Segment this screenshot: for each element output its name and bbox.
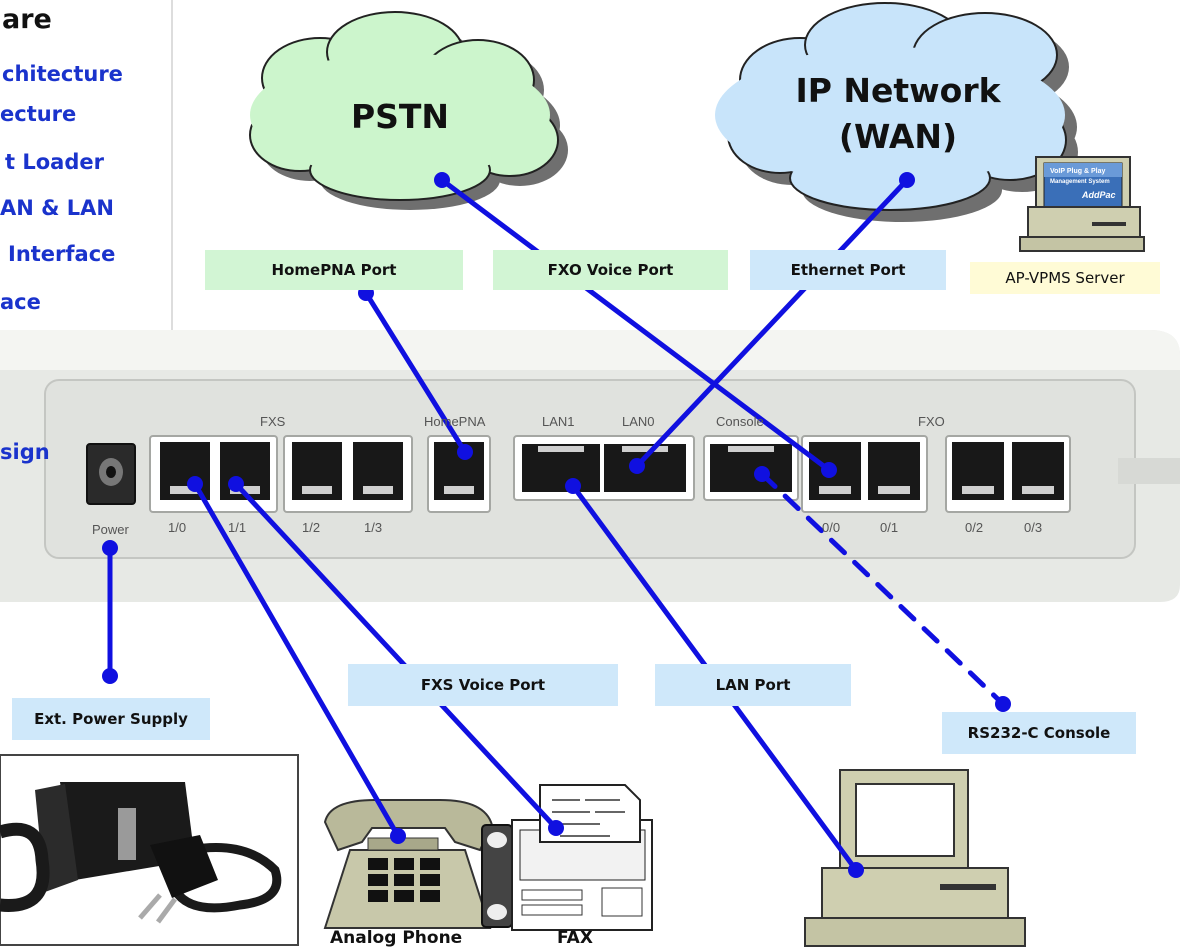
- outline-item[interactable]: ace: [0, 290, 41, 314]
- ip-network-cloud: [715, 2, 1078, 222]
- port-label-1-2: 1/2: [302, 520, 320, 535]
- port-label-1-0: 1/0: [168, 520, 186, 535]
- label-homepna-port: HomePNA Port: [205, 250, 463, 290]
- label-fxo-voice-port: FXO Voice Port: [493, 250, 728, 290]
- label-ext-power-supply: Ext. Power Supply: [12, 698, 210, 740]
- label-vpms-server: AP-VPMS Server: [970, 262, 1160, 294]
- server-screen-text: VoIP Plug & Play Management System AddPa…: [1050, 168, 1116, 200]
- ip-network-label: IP Network: [795, 71, 1001, 110]
- pstn-label: PSTN: [351, 97, 449, 136]
- caption-analog-phone: Analog Phone: [330, 928, 463, 948]
- device-label-fxs: FXS: [260, 414, 286, 429]
- outline-item[interactable]: sign: [0, 440, 50, 464]
- outline-item[interactable]: Interface: [8, 242, 116, 266]
- outline-item[interactable]: t Loader: [5, 150, 104, 174]
- device-label-console: Console: [716, 414, 764, 429]
- screen-line-2: Management System: [1050, 179, 1110, 185]
- device-labels: FXS HomePNA LAN1 LAN0 Console FXO Power …: [92, 414, 1042, 537]
- device-label-homepna: HomePNA: [424, 414, 486, 429]
- outline-item[interactable]: AN & LAN: [0, 196, 114, 220]
- label-rs232-console: RS232-C Console: [942, 712, 1136, 754]
- outline-item[interactable]: ecture: [0, 102, 77, 126]
- port-label-0-2: 0/2: [965, 520, 983, 535]
- caption-fax: FAX: [557, 928, 593, 948]
- device-label-power: Power: [92, 522, 130, 537]
- outline-item[interactable]: chitecture: [2, 62, 123, 86]
- rj11-contacts: [170, 486, 1054, 494]
- connector-lines: [107, 177, 1006, 873]
- port-label-0-1: 0/1: [880, 520, 898, 535]
- port-label-1-3: 1/3: [364, 520, 382, 535]
- rj45-ports: [513, 435, 799, 501]
- rj11-sockets: [160, 442, 1064, 500]
- outline-title: are: [2, 4, 52, 35]
- analog-phone-icon: [323, 799, 494, 929]
- screen-line-1: VoIP Plug & Play: [1050, 168, 1105, 175]
- wan-label: (WAN): [839, 117, 957, 156]
- fax-icon: [481, 784, 653, 931]
- device-label-fxo: FXO: [918, 414, 945, 429]
- port-label-0-3: 0/3: [1024, 520, 1042, 535]
- label-lan-port: LAN Port: [655, 664, 851, 706]
- power-jack: [86, 443, 136, 505]
- power-adapter-photo: [0, 754, 299, 946]
- label-fxs-voice-port: FXS Voice Port: [348, 664, 618, 706]
- label-ethernet-port: Ethernet Port: [750, 250, 946, 290]
- port-label-0-0: 0/0: [822, 520, 840, 535]
- pstn-cloud: [249, 11, 568, 210]
- port-label-1-1: 1/1: [228, 520, 246, 535]
- pc-icon: [804, 769, 1026, 947]
- vpms-server-icon: [1019, 156, 1145, 252]
- cloud-labels: PSTN IP Network (WAN): [351, 71, 1002, 156]
- slide-outline: are chitecture ecture t Loader AN & LAN …: [0, 0, 175, 951]
- screen-brand: AddPac: [1081, 190, 1116, 200]
- device-label-lan1: LAN1: [542, 414, 575, 429]
- device-label-lan0: LAN0: [622, 414, 655, 429]
